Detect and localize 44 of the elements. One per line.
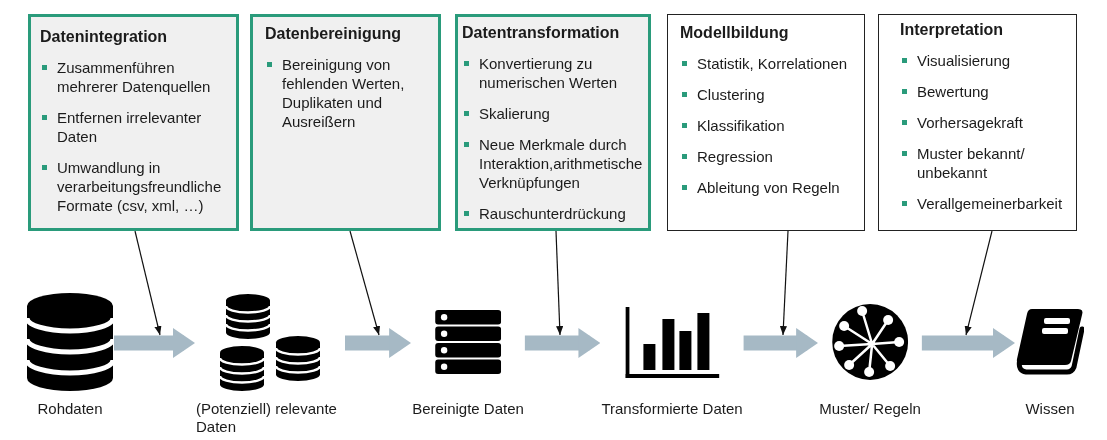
process-box bbox=[250, 14, 441, 231]
bullet-item: Umwandlung in verarbeitungsfreundliche Formate (csv, xml, …) bbox=[40, 158, 228, 215]
leader-arrow bbox=[134, 230, 162, 336]
leader-arrow bbox=[964, 230, 993, 336]
process-box bbox=[878, 14, 1077, 231]
bullet-item: Skalierung bbox=[462, 104, 550, 123]
node-label: Rohdaten bbox=[37, 400, 103, 418]
bullet-item: Konvertierung zu numerischen Werten bbox=[462, 54, 647, 92]
bullet-item: Neue Merkmale durch Interaktion,arithmetische Verknüpfungen bbox=[462, 135, 647, 192]
bullet-item: Bewertung bbox=[900, 82, 989, 101]
bullet-item: Vorhersagekraft bbox=[900, 113, 1023, 132]
node-label: Wissen bbox=[1025, 400, 1075, 418]
block-arrow bbox=[524, 328, 601, 358]
bullet-item: Verallgemeinerbarkeit bbox=[900, 194, 1063, 213]
process-box bbox=[455, 14, 651, 231]
bullet-item: Entfernen irrelevanter Daten bbox=[40, 108, 228, 146]
block-arrow bbox=[921, 328, 1015, 358]
leader-arrow bbox=[779, 230, 789, 336]
bullet-item: Muster bekannt/ unbekannt bbox=[900, 144, 1073, 182]
bullet-item: Clustering bbox=[680, 85, 765, 104]
bullet-item: Klassifikation bbox=[680, 116, 785, 135]
leader-arrow bbox=[349, 230, 381, 336]
bullet-item: Ableitung von Regeln bbox=[680, 178, 840, 197]
box-heading: Interpretation bbox=[900, 20, 1004, 39]
box-heading: Datenintegration bbox=[40, 27, 168, 46]
bullet-item: Visualisierung bbox=[900, 51, 1011, 70]
bullet-item: Bereinigung von fehlenden Werten, Duplikaten und Ausreißern bbox=[265, 55, 434, 131]
box-heading: Modellbildung bbox=[680, 23, 789, 42]
node-label: (Potenziell) relevante Daten bbox=[196, 400, 338, 436]
bullet-item: Statistik, Korrelationen bbox=[680, 54, 848, 73]
bullet-item: Rauschunterdrückung bbox=[462, 204, 626, 223]
block-arrow bbox=[345, 328, 412, 358]
process-box bbox=[28, 14, 239, 231]
bullet-item: Zusammenführen mehrerer Datenquellen bbox=[40, 58, 228, 96]
block-arrow bbox=[743, 328, 819, 358]
process-box bbox=[667, 14, 865, 231]
node-label: Transformierte Daten bbox=[601, 400, 743, 418]
bullet-item: Regression bbox=[680, 147, 773, 166]
node-label: Muster/ Regeln bbox=[819, 400, 921, 418]
box-heading: Datenbereinigung bbox=[265, 24, 401, 43]
node-label: Bereinigte Daten bbox=[412, 400, 524, 418]
block-arrow bbox=[114, 328, 195, 358]
box-heading: Datentransformation bbox=[462, 23, 620, 42]
leader-arrow bbox=[555, 230, 564, 336]
